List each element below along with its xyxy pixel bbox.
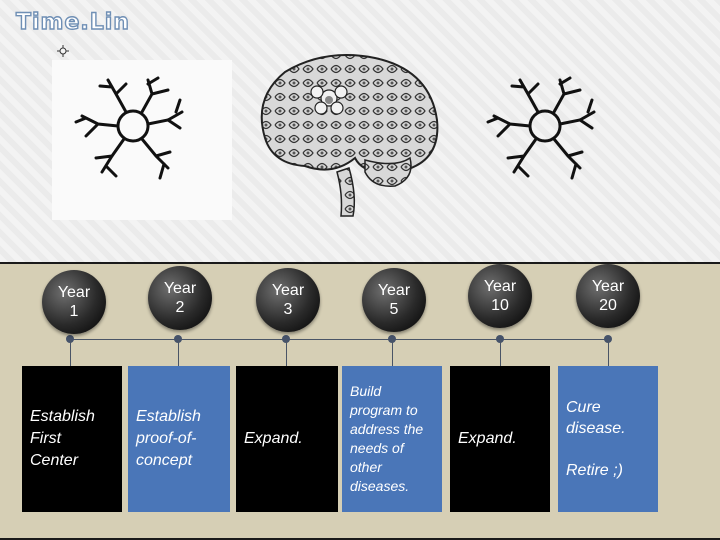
milestone-text: Cure disease. Retire ;) [566,399,626,479]
page-title: Time.Lin [15,9,130,35]
milestone-card: Expand. [236,366,338,512]
year-label: Year 20 [591,278,625,314]
milestone-text: Expand. [244,430,303,447]
milestone-card: Expand. [450,366,550,512]
timeline-section: Year 1 Establish First Center Year 2 Est… [0,262,720,540]
milestone-card: Cure disease. Retire ;) [558,366,658,512]
timeline-connector [70,339,71,366]
year-badge: Year 20 [576,264,640,328]
brain-image [260,54,439,217]
year-label: Year 2 [163,280,197,316]
year-badge: Year 5 [362,268,426,332]
year-badge: Year 1 [42,270,106,334]
milestone-text: Build program to address the needs of ot… [350,383,424,494]
year-badge: Year 2 [148,266,212,330]
milestone-text: Establish proof-of- concept [136,408,201,469]
milestone-text: Establish First Center [30,408,95,469]
year-badge: Year 10 [468,264,532,328]
timeline-connector [500,339,501,366]
year-label: Year 1 [57,284,91,320]
year-label: Year 5 [377,282,411,318]
year-label: Year 10 [483,278,517,314]
year-badge: Year 3 [256,268,320,332]
timeline-connector [608,339,609,366]
milestone-text: Expand. [458,430,517,447]
milestone-card: Establish First Center [22,366,122,512]
milestone-card: Build program to address the needs of ot… [342,366,442,512]
small-neuron-icon [57,45,69,57]
timeline-connector [392,339,393,366]
timeline-connector [286,339,287,366]
neuron-icon [486,76,596,180]
year-label: Year 3 [271,282,305,318]
milestone-card: Establish proof-of- concept [128,366,230,512]
neuron-icon [74,76,184,180]
timeline-axis [70,339,610,340]
timeline-connector [178,339,179,366]
